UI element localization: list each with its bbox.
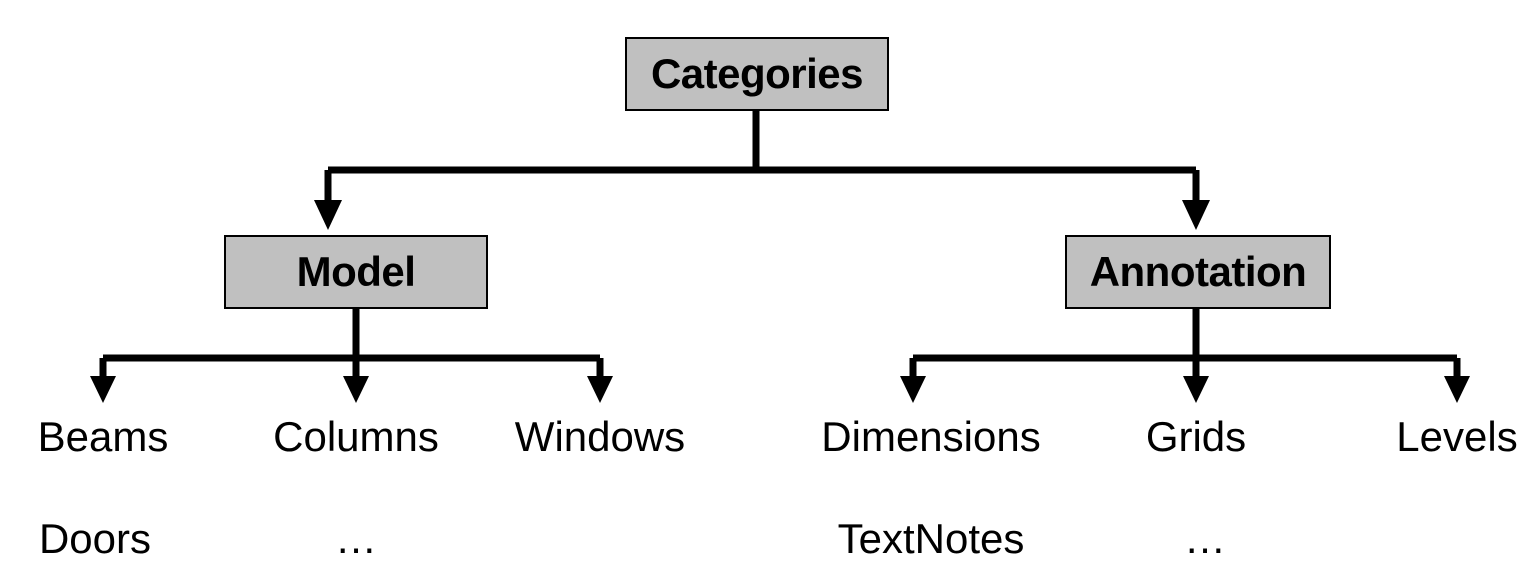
node-categories-label: Categories [650,50,864,97]
leaf-levels: Levels [1396,413,1518,460]
leaf-windows: Windows [514,413,686,460]
leaf-grids: Grids [1145,413,1247,460]
arrowhead-dimensions [900,376,926,403]
node-annotation[interactable]: Annotation [1065,235,1331,309]
leaf-model-ellipsis: … [335,515,377,562]
leaf-annotation-ellipsis: … [1184,515,1226,562]
arrowhead-grids [1183,376,1209,403]
leaf-columns: Columns [273,413,439,460]
arrowhead-annotation [1182,200,1210,230]
arrowhead-model [314,200,342,230]
node-categories[interactable]: Categories [625,37,889,111]
leaf-beams: Beams [37,413,169,460]
node-model-label: Model [296,248,416,295]
node-annotation-label: Annotation [1089,248,1307,295]
arrowhead-columns [343,376,369,403]
arrowhead-windows [587,376,613,403]
leaf-textnotes: TextNotes [837,515,1025,562]
arrowhead-beams [90,376,116,403]
node-model[interactable]: Model [224,235,488,309]
arrowhead-levels [1444,376,1470,403]
leaf-dimensions: Dimensions [821,413,1041,460]
leaf-doors: Doors [38,515,152,562]
